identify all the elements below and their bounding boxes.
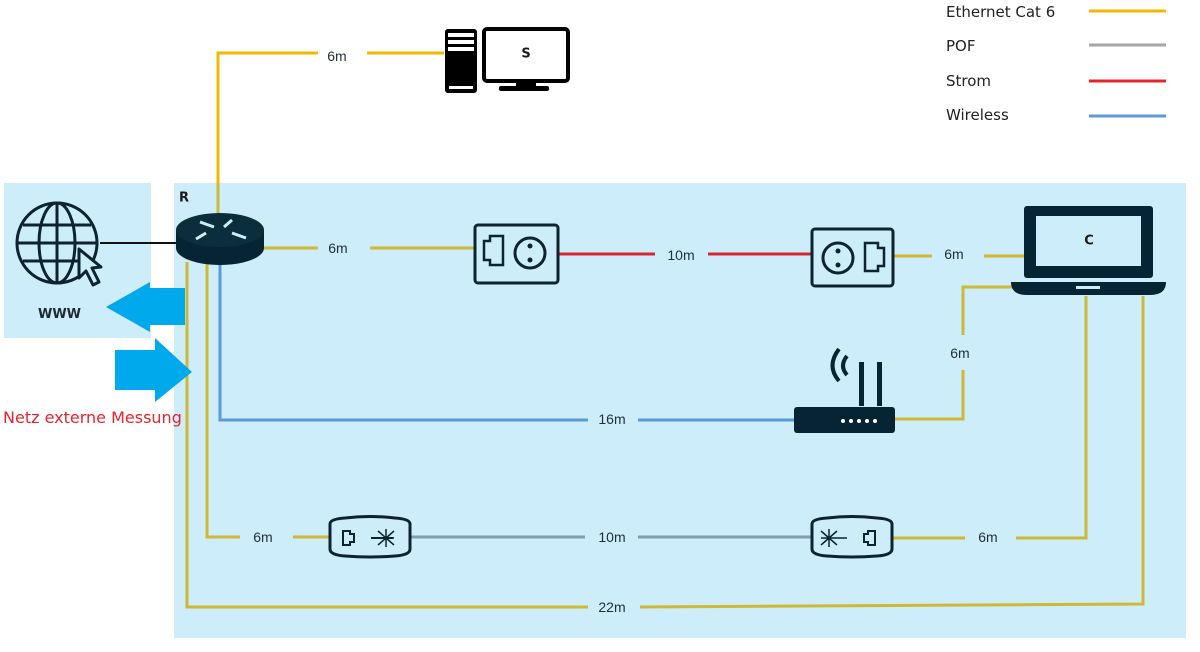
distance-direct: 22m	[598, 599, 626, 615]
distance-router-powerline: 6m	[328, 240, 348, 256]
distance-wifi-client: 6m	[950, 345, 970, 361]
distance-powerline-link: 10m	[667, 247, 695, 263]
cable-pof-client-b	[1016, 296, 1088, 540]
laptop-icon	[1011, 206, 1166, 295]
wireless-link-a	[218, 262, 588, 422]
external-measurement-label: Netz externe Messung	[3, 408, 182, 427]
server-label: S	[521, 46, 531, 62]
cable-direct-b	[639, 296, 1145, 609]
powerline-adapter-icon	[473, 223, 560, 285]
cable-wifi-client-b	[961, 285, 1014, 335]
router-label: R	[178, 190, 190, 206]
distance-pof-client: 6m	[978, 529, 998, 545]
pof-adapter-icon	[328, 515, 412, 559]
distance-router-pof: 6m	[253, 529, 273, 545]
distance-router-wifi: 16m	[598, 411, 626, 427]
legend-label-pof: POF	[946, 37, 976, 55]
cable-direct-a	[185, 262, 588, 609]
legend-label-wireless: Wireless	[946, 106, 1009, 124]
wifi-router-icon	[794, 347, 895, 433]
arrow-left-icon	[106, 282, 185, 332]
monitor-icon	[482, 27, 570, 91]
globe-cursor-icon	[15, 201, 103, 287]
router-icon	[176, 213, 264, 265]
legend-label-ethernet: Ethernet Cat 6	[946, 3, 1056, 21]
powerline-adapter-icon	[810, 227, 895, 288]
server-tower-icon	[445, 29, 477, 93]
arrow-right-icon	[115, 338, 192, 402]
cable-wifi-client-a	[894, 370, 965, 421]
distance-router-server: 6m	[327, 48, 347, 64]
local-network-zone	[174, 183, 1186, 638]
internet-label: WWW	[38, 307, 82, 322]
distance-powerline-client: 6m	[944, 246, 964, 262]
distance-pof-link: 10m	[598, 529, 626, 545]
cable-router-server	[216, 51, 318, 198]
legend-label-strom: Strom	[946, 72, 992, 90]
pof-adapter-icon	[810, 515, 894, 559]
client-label: C	[1084, 233, 1094, 249]
cable-router-pof-a	[205, 262, 240, 539]
